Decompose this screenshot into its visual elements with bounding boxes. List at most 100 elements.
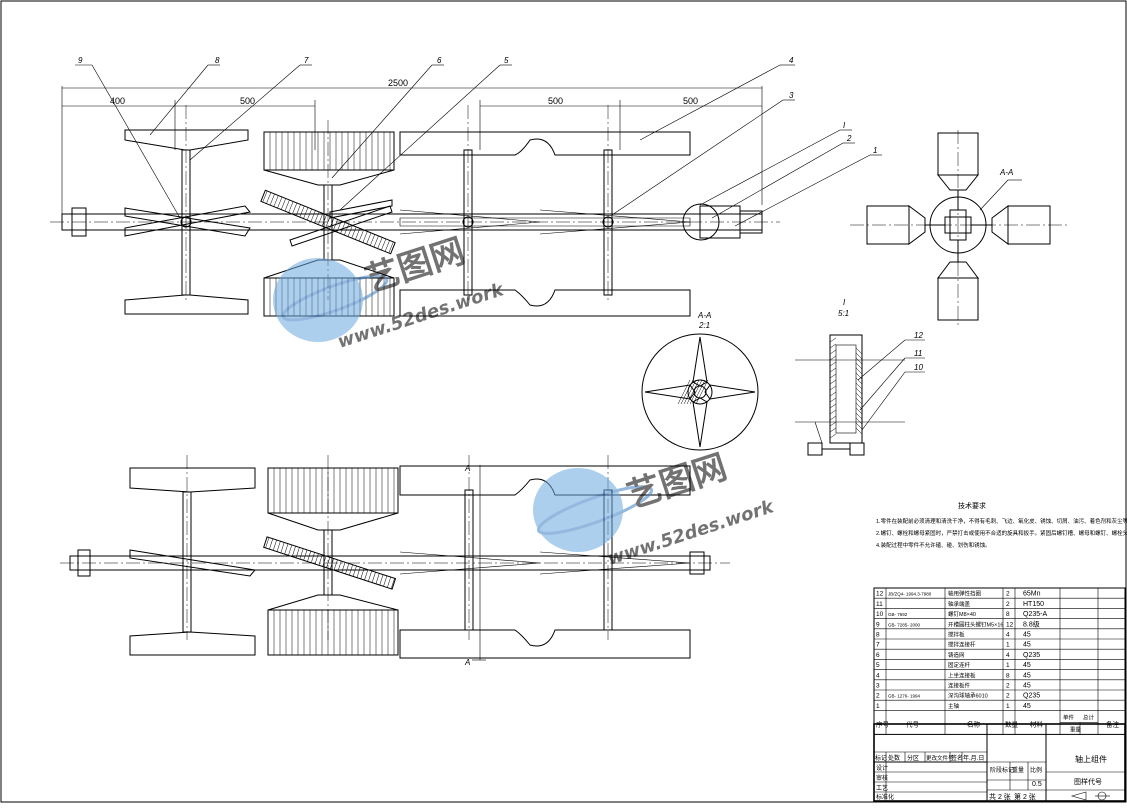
detail-i-label: I xyxy=(843,121,846,130)
bom-row-12-code: JB/ZQ4- 1994.3-7980 xyxy=(888,592,932,597)
balloon-7: 7 xyxy=(304,56,309,65)
bom-row-3-qty: 2 xyxy=(1006,683,1010,690)
cut-a-bottom: A xyxy=(464,658,470,667)
dim-500-c: 500 xyxy=(683,96,698,106)
bom-row-5-name: 固定连杆 xyxy=(948,661,971,669)
bom-row-4-name: 上坐连接板 xyxy=(948,671,976,679)
notes-line-2: 2.螺钉、螺栓和螺母紧固时，严禁打击或使用不合适的旋具和扳手。紧固后螺钉槽、螺母… xyxy=(876,529,1127,537)
tb-sheet-no: 第 2 张 xyxy=(1014,792,1036,801)
bom-row-4-qty: 8 xyxy=(1006,672,1010,679)
bom-row-12-no: 12 xyxy=(876,591,884,598)
tb-col-5: 年.月.日 xyxy=(963,754,984,762)
bom-row-2-qty: 2 xyxy=(1006,693,1010,700)
tb-col-4: 签名 xyxy=(951,754,963,762)
mesh-top xyxy=(263,131,395,171)
bom-row-5-material: 45 xyxy=(1023,662,1031,669)
large-plate-bottom xyxy=(399,289,691,317)
bom-row-9-name: 开槽圆柱头螺钉M5×16 xyxy=(948,620,1003,628)
tb-row-1: 审核 xyxy=(876,774,888,782)
bom-row-1-no: 1 xyxy=(876,703,880,710)
balloon-2: 2 xyxy=(846,134,852,143)
bom-row-9-material: 8.8级 xyxy=(1023,619,1040,628)
bom-row-1-material: 45 xyxy=(1023,703,1031,710)
section-aa-detail: A-A 2:1 xyxy=(641,311,759,451)
bom-row-11-no: 11 xyxy=(876,601,883,608)
watermark-brand-2: 艺图网 xyxy=(622,447,731,517)
bom-row-11-name: 轴承端盖 xyxy=(948,600,971,608)
balloon-3: 3 xyxy=(789,91,794,100)
bom-header-w2: 总计 xyxy=(1083,713,1095,721)
tb-drawing-no: 图样代号 xyxy=(1074,777,1102,786)
bom-row-2-material: Q235 xyxy=(1023,693,1040,700)
tb-col-3: 更改文件号 xyxy=(926,754,954,762)
tb-drawing-name: 轴上组件 xyxy=(1075,754,1107,764)
bom-row-7-no: 7 xyxy=(876,642,880,649)
bom-row-6-name: 铸造网 xyxy=(948,651,965,659)
bom-row-5-qty: 1 xyxy=(1006,662,1010,669)
tb-scale: 比例 xyxy=(1030,766,1042,774)
bom-row-11-qty: 2 xyxy=(1006,601,1010,608)
notes-title: 技术要求 xyxy=(958,501,986,510)
bottom-view: A A xyxy=(60,455,730,667)
balloon-4: 4 xyxy=(789,56,794,65)
bom-row-6-no: 6 xyxy=(876,652,880,659)
top-view: 2500 400 500 500 500 9 8 7 6 5 4 xyxy=(50,56,882,317)
bom-row-12-qty: 2 xyxy=(1006,591,1010,598)
bom-row-6-material: Q235 xyxy=(1023,652,1040,659)
bom-row-7-material: 45 xyxy=(1023,642,1031,649)
dim-total: 2500 xyxy=(388,78,408,88)
bom-row-6-qty: 4 xyxy=(1006,652,1010,659)
bom-row-11-material: HT150 xyxy=(1023,601,1044,608)
tb-stage: 阶段标记 xyxy=(990,766,1014,774)
bom-row-10-name: 螺钉M8×40 xyxy=(948,610,976,618)
detail-i-scale: 5:1 xyxy=(838,309,849,318)
balloon-5: 5 xyxy=(504,56,509,65)
bom-row-7-name: 搅拌连接杆 xyxy=(948,641,976,649)
bom-row-9-qty: 12 xyxy=(1006,621,1014,628)
bom-row-8-material: 45 xyxy=(1023,632,1031,639)
tb-row-3: 标准化 xyxy=(876,793,894,801)
bom-row-10-code: GB- 7692 xyxy=(888,612,908,617)
cut-a-top: A xyxy=(464,464,470,473)
watermark-2: 艺图网 www.52des.work xyxy=(533,447,777,570)
bom-row-7-qty: 1 xyxy=(1006,642,1010,649)
tb-row-2: 工艺 xyxy=(876,784,888,792)
bom-row-9-no: 9 xyxy=(876,621,880,628)
bom-row-4-no: 4 xyxy=(876,672,880,679)
large-plate-top xyxy=(399,131,691,156)
bom-row-2-code: GB- 1276- 1994 xyxy=(888,694,921,699)
bom-row-10-no: 10 xyxy=(876,611,884,618)
bom-row-12-name: 轴用弹性挡圈 xyxy=(948,590,982,598)
bom-row-8-qty: 4 xyxy=(1006,632,1010,639)
bom-row-12-material: 65Mn xyxy=(1023,591,1041,598)
bom-header-weight: 重量 xyxy=(1070,725,1082,733)
side-aa-label: A-A xyxy=(999,168,1013,177)
balloon-10: 10 xyxy=(914,363,923,372)
dim-400: 400 xyxy=(110,96,125,106)
bom-row-9-code: GB- 7285- 2000 xyxy=(888,622,921,627)
balloon-1: 1 xyxy=(873,146,877,155)
bom-row-8-name: 搅拌板 xyxy=(948,631,965,639)
bom-row-4-material: 45 xyxy=(1023,672,1031,679)
technical-notes: 技术要求 1.零件在装配前必须清理和清洗干净，不得有毛刺、飞边、氧化皮、锈蚀、切… xyxy=(876,501,1127,549)
bom-row-1-qty: 1 xyxy=(1006,703,1010,710)
bom-row-5-no: 5 xyxy=(876,662,880,669)
balloon-9: 9 xyxy=(78,56,83,65)
balloon-6: 6 xyxy=(437,56,442,65)
tb-sheets: 共 2 张 xyxy=(989,792,1011,801)
notes-line-1: 1.零件在装配前必须清理和清洗干净，不得有毛刺、飞边、氧化皮、锈蚀、切屑、油污、… xyxy=(876,517,1127,525)
tb-weight: 重量 xyxy=(1012,766,1024,774)
bom-row-10-material: Q235-A xyxy=(1023,611,1047,618)
bom-row-3-no: 3 xyxy=(876,683,880,690)
balloon-8: 8 xyxy=(215,56,220,65)
bom-row-8-no: 8 xyxy=(876,632,880,639)
bom-row-3-material: 45 xyxy=(1023,683,1031,690)
tb-col-1: 处数 xyxy=(888,754,900,762)
detail-i: I 5:1 12 11 10 xyxy=(795,298,925,456)
stirring-plate-bottom-1 xyxy=(124,294,249,315)
tb-scale-value: 0.5 xyxy=(1032,781,1042,788)
dim-500-a: 500 xyxy=(240,96,255,106)
